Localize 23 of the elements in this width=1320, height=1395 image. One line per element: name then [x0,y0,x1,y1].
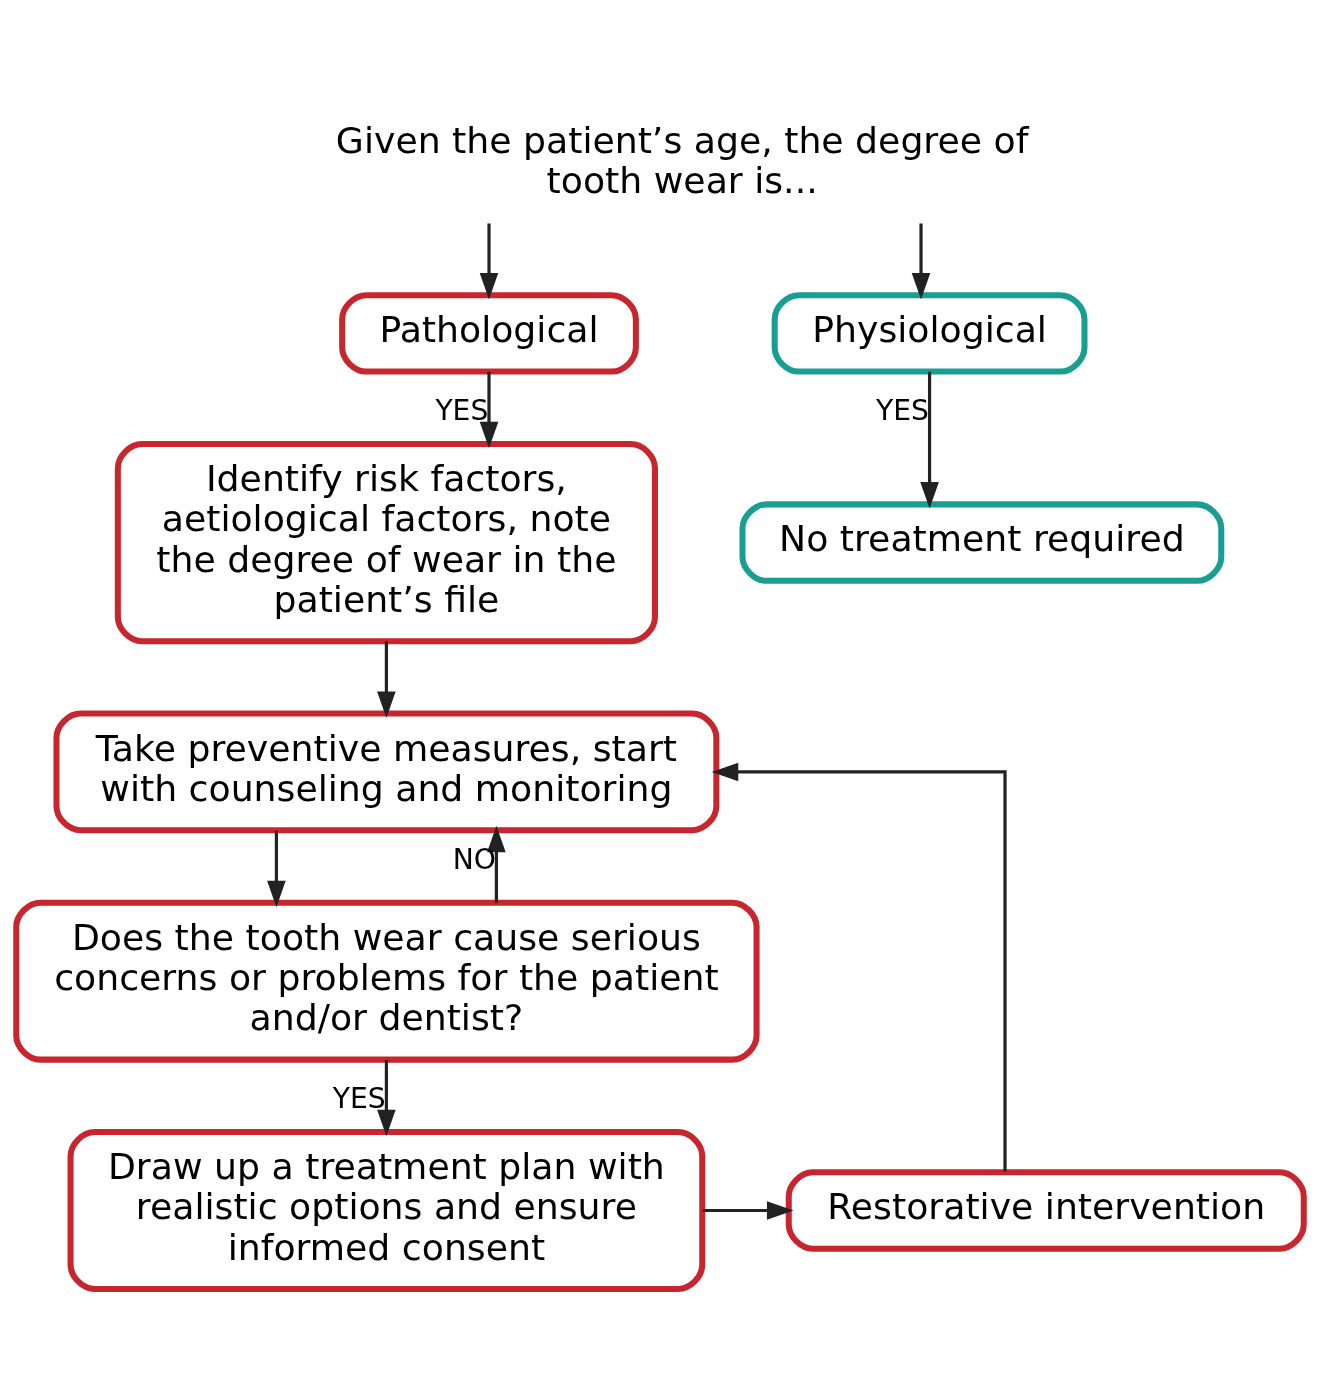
arrow [711,762,1007,1172]
arrow [702,1201,794,1220]
edge-label: YES [332,1082,386,1116]
node-box: Physiological [771,292,1088,375]
node-box: Does the tooth wear cause serious concerns or problems for the patient and/or dentist? [13,899,760,1063]
arrow [479,371,499,449]
arrow [479,223,499,300]
edge-label: NO [452,843,496,877]
arrow [911,223,931,300]
arrow [377,641,396,719]
node-box: Pathological [339,292,639,375]
node-box: Take preventive measures, start with counseling and monitoring [53,710,720,834]
node-text: Given the patient’s age, the degree of tooth wear is... [335,119,1029,203]
edge-label: YES [875,394,929,428]
node-box: Restorative intervention [785,1169,1307,1252]
node-box: Identify risk factors, aetiological factors, note the degree of wear in the patient’s file [114,441,658,645]
arrow [487,825,506,903]
node-box: Draw up a treatment plan with realistic options and ensure informed consent [67,1129,706,1292]
arrow [377,1060,396,1137]
node-box: No treatment required [739,501,1225,584]
arrow [920,371,939,509]
edge-label: YES [435,394,489,428]
arrow [267,830,286,908]
